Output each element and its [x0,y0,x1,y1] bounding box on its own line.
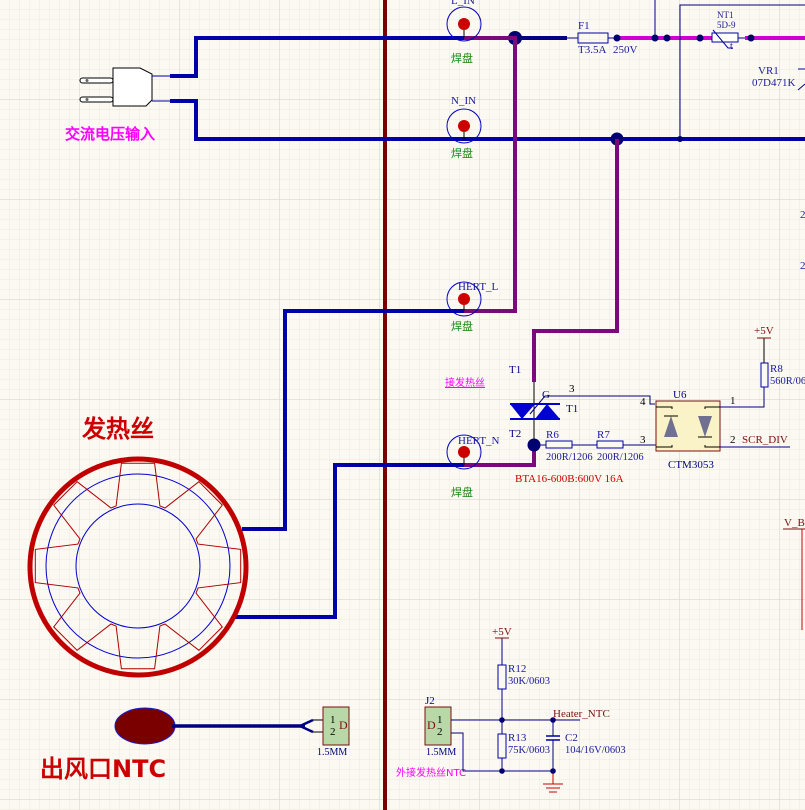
capacitor-c2[interactable]: C2 104/16V/0603 [546,732,626,756]
resistor-r12[interactable]: R12 30K/0603 [497,663,550,690]
ntc-divider-wires [451,638,580,772]
ntc-connector[interactable]: 1 2 D 1.5MM [317,706,350,758]
ntc-conn-letter: D [339,718,348,732]
fuse-value: T3.5A [578,44,606,56]
pad-hert-l-name: HERT_L [458,281,499,293]
external-ntc-label: 外接发热丝NTC [396,766,466,779]
heater-wire-label: 发热丝 [81,415,154,443]
r13-ref: R13 [508,732,527,744]
net-vcc-r12: +5V [492,626,512,638]
u6-pin4: 4 [640,396,646,408]
net-vcc-r8: +5V [754,325,774,337]
u6-ref: U6 [673,389,687,401]
connector-j2[interactable]: J2 D 1 2 1.5MM [424,695,456,758]
outlet-ntc-sensor[interactable] [114,707,176,745]
fuse-ref: F1 [578,20,590,32]
r12-ref: R12 [508,663,526,675]
r6-value: 200R/1206 [546,452,593,463]
resistor-r13[interactable]: R13 75K/0603 [497,732,550,759]
ac-input-label: 交流电压输入 [65,125,155,143]
net-scr-div: SCR_DIV [742,434,788,446]
edge-pin-a: 2 [800,209,805,221]
pad-l-in[interactable]: L_IN 焊盘 [446,0,482,65]
pad-hert-n-caption: 焊盘 [451,485,473,499]
resistor-r7[interactable]: R7 200R/1206 [596,429,644,463]
j2-ref: J2 [425,695,435,707]
pad-hert-l-caption: 焊盘 [451,319,473,333]
triac-part: BTA16-600B:600V 16A [515,473,624,485]
j2-letter: D [427,718,436,732]
nt1-ref: NT1 [717,10,734,20]
pad-hert-n-name: HERT_N [458,435,500,447]
u6-part: CTM3053 [668,459,714,471]
pad-l-in-name: L_IN [451,0,475,7]
ntc-conn-pin1: 1 [330,714,336,726]
ac-plug [79,67,170,107]
outlet-ntc-label: 出风口NTC [40,755,166,783]
j2-pin1: 1 [437,714,443,726]
pad-n-in-caption: 焊盘 [451,146,473,160]
fuse-rating: 250V [613,44,638,56]
ntc-conn-footprint: 1.5MM [317,747,347,758]
thermistor-nt1[interactable]: NT1 5D-9 t [711,10,739,52]
nt1-value: 5D-9 [717,20,736,30]
triac-pin-t2: T2 [509,428,521,440]
c2-ref: C2 [565,732,578,744]
r7-value: 200R/1206 [597,452,644,463]
u6-pin2: 2 [730,434,736,446]
heater-wires-purple [464,36,619,467]
edge-pin-b: 2 [800,260,805,272]
r13-value: 75K/0603 [508,745,550,756]
heater-wires-blue [234,309,464,619]
pad-n-in-name: N_IN [451,95,476,107]
junctions-ntc [499,717,556,774]
r12-value: 30K/0603 [508,676,550,687]
vr1-ref: VR1 [758,65,779,77]
varistor-vr1[interactable]: VR1 07D471K [752,65,805,91]
resistor-r6[interactable]: R6 200R/1206 [545,429,593,463]
net-heater-ntc: Heater_NTC [553,708,610,720]
triac-pin-3: 3 [569,383,575,395]
nt1-symbol: t [730,41,733,52]
fuse-f1[interactable]: F1 T3.5A 250V [577,20,638,56]
resistor-r8[interactable]: R8 560R/06 [757,337,805,388]
pad-n-in[interactable]: N_IN 焊盘 [446,95,482,160]
triac-ref: T1 [566,403,578,415]
triac-pin-g: G [542,389,550,401]
connect-heater-label: 接发热丝 [445,376,485,389]
optocoupler-u6[interactable]: U6 CTM3053 4 3 1 2 [640,389,736,471]
ntc-conn-pin2: 2 [330,726,336,738]
wire-live [170,36,805,141]
pad-l-in-caption: 焊盘 [451,51,473,65]
r7-ref: R7 [597,429,610,441]
triac-t1[interactable]: T1 T1 T2 G 3 BTA16-600B:600V 16A [509,364,655,485]
vr1-value: 07D471K [752,77,795,89]
r8-ref: R8 [770,363,783,375]
pad-hert-n[interactable]: HERT_N 焊盘 [446,434,500,499]
c2-value: 104/16V/0603 [565,745,626,756]
r6-ref: R6 [546,429,559,441]
net-v-b: V_B [784,517,805,529]
heater-coil-symbol[interactable] [27,456,249,678]
u6-pin1: 1 [730,395,736,407]
u6-pin3: 3 [640,434,646,446]
j2-footprint: 1.5MM [426,747,456,758]
j2-pin2: 2 [437,726,443,738]
triac-pin-t1: T1 [509,364,521,376]
r8-value: 560R/06 [770,376,805,387]
